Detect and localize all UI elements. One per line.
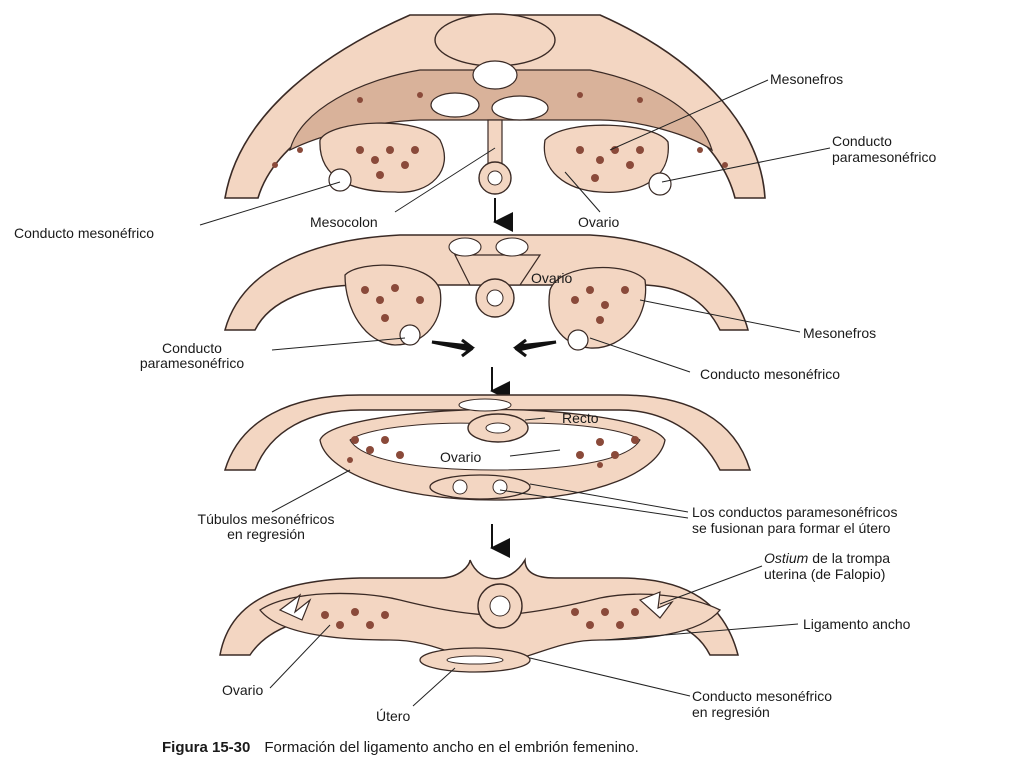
label-ligamento-ancho: Ligamento ancho xyxy=(803,616,911,632)
panel3-cavity xyxy=(349,422,641,471)
panel2-section xyxy=(224,234,749,358)
ridge-right-2 xyxy=(548,266,647,349)
label-mesonefros-2: Mesonefros xyxy=(803,325,877,341)
ostium-right xyxy=(638,591,674,619)
panel1-section xyxy=(224,13,766,199)
label-ostium-b: uterina (de Falopio) xyxy=(764,566,886,582)
label-ovario-2: Ovario xyxy=(531,270,573,286)
tubule-dots-1 xyxy=(272,92,728,182)
label-conducto-mesonefrico-1: Conducto mesonéfrico xyxy=(14,225,155,241)
label-recto: Recto xyxy=(562,410,599,426)
neural-tube xyxy=(434,13,556,67)
label-conducto-paramesonefrico-2a: Conducto xyxy=(162,340,222,356)
label-fusion-a: Los conductos paramesonéfricos xyxy=(692,504,898,520)
panel3-section xyxy=(223,394,752,501)
mesocolon-stalk xyxy=(487,119,503,166)
duct-lumen-left-3 xyxy=(452,479,468,495)
uterine-lumen xyxy=(446,655,504,665)
label-mesonefros-1: Mesonefros xyxy=(770,71,844,87)
paramesonephric-duct-left-1 xyxy=(328,168,352,192)
label-regresion-b: en regresión xyxy=(692,704,770,720)
panel4-section xyxy=(219,557,739,673)
tubule-dots-2 xyxy=(361,284,629,324)
figure-caption-text: Formación del ligamento ancho en el embr… xyxy=(264,739,639,756)
leader-lines xyxy=(199,79,831,707)
fused-ducts xyxy=(429,474,531,500)
figure-caption: Figura 15-30 Formación del ligamento anch… xyxy=(162,739,639,756)
paramesonephric-duct-right-1 xyxy=(648,172,672,196)
label-conducto-paramesonefrico-1a: Conducto xyxy=(832,133,892,149)
paramesonephric-duct-right-2 xyxy=(567,329,589,351)
label-tubulos-a: Túbulos mesonéfricos xyxy=(197,511,335,527)
label-tubulos-b: en regresión xyxy=(227,526,305,542)
gut-lumen-1 xyxy=(487,170,503,186)
label-ovario-1: Ovario xyxy=(578,214,620,230)
aorta-left xyxy=(430,92,480,118)
figure-number: Figura 15-30 xyxy=(162,739,251,756)
ovary-dots-4 xyxy=(321,608,639,629)
label-ostium-a: Ostium de la trompa xyxy=(764,550,890,566)
fusion-arrow-left xyxy=(431,338,476,358)
duct-lumen-right-3 xyxy=(492,479,508,495)
fusion-arrow-right xyxy=(512,338,557,358)
notochord xyxy=(472,60,518,90)
tubule-dots-3 xyxy=(347,436,639,468)
label-fusion-b: se fusionan para formar el útero xyxy=(692,520,891,536)
label-ostium-rest: de la trompa xyxy=(808,550,891,566)
ridge-left-2 xyxy=(344,264,442,346)
label-utero: Útero xyxy=(376,708,411,724)
label-conducto-mesonefrico-2: Conducto mesonéfrico xyxy=(700,366,841,382)
label-conducto-paramesonefrico-1b: paramesonéfrico xyxy=(832,149,937,165)
label-regresion-a: Conducto mesonéfrico xyxy=(692,688,833,704)
gut-lumen-2 xyxy=(486,289,504,307)
rectum-lumen-4 xyxy=(489,595,511,617)
label-ostium-italic: Ostium xyxy=(764,550,809,566)
vessel-left-2 xyxy=(448,237,482,257)
vessel-3 xyxy=(458,398,512,412)
paramesonephric-duct-left-2 xyxy=(399,324,421,346)
label-conducto-paramesonefrico-2b: paramesonéfrico xyxy=(139,355,245,371)
vessel-right-2 xyxy=(495,237,529,257)
label-ovario-4: Ovario xyxy=(222,682,264,698)
label-mesocolon: Mesocolon xyxy=(310,214,378,230)
rectum-lumen xyxy=(485,422,511,434)
ostium-left xyxy=(278,593,312,621)
label-ovario-3: Ovario xyxy=(440,449,482,465)
aorta-right xyxy=(491,95,549,121)
